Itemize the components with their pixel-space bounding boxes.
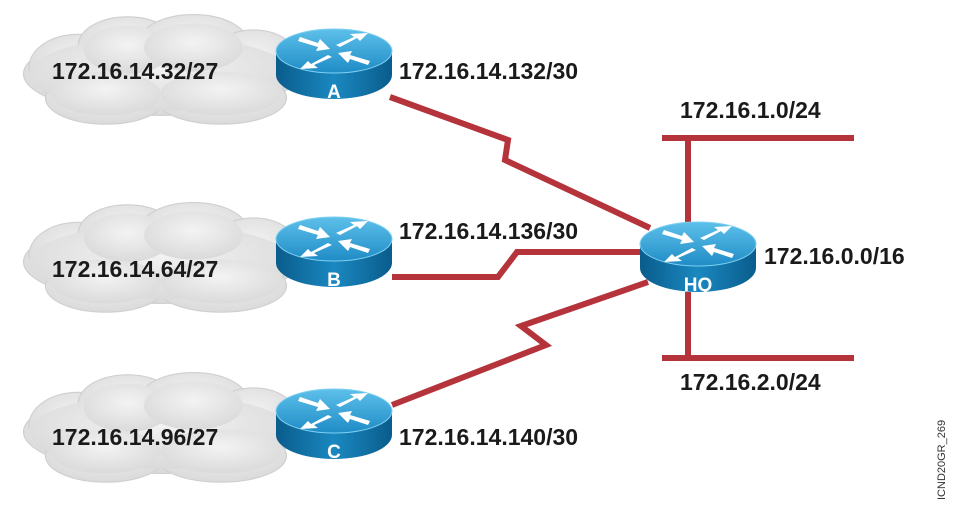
link-c-hq	[390, 279, 649, 408]
hq-lan-top-subnet: 172.16.1.0/24	[680, 97, 821, 123]
wan-c-subnet: 172.16.14.140/30	[399, 424, 578, 450]
wan-a-subnet: 172.16.14.132/30	[399, 58, 578, 84]
figure-id: ICND20GR_269	[936, 420, 948, 500]
wan-b-subnet: 172.16.14.136/30	[399, 218, 578, 244]
router-a-label: A	[327, 82, 341, 103]
link-a-hq	[388, 94, 652, 231]
link-b-hq	[392, 249, 645, 280]
router-b-label: B	[327, 270, 341, 291]
cloud-b-subnet: 172.16.14.64/27	[52, 256, 218, 282]
router-c-label: C	[327, 442, 341, 463]
hq-lan-bottom-subnet: 172.16.2.0/24	[680, 369, 821, 395]
wan-links	[388, 94, 652, 408]
cloud-a-subnet: 172.16.14.32/27	[52, 58, 218, 84]
router-hq-label: HQ	[684, 275, 713, 296]
hq-lans	[662, 135, 854, 361]
hq-summary-subnet: 172.16.0.0/16	[764, 243, 905, 269]
cloud-c-subnet: 172.16.14.96/27	[52, 424, 218, 450]
